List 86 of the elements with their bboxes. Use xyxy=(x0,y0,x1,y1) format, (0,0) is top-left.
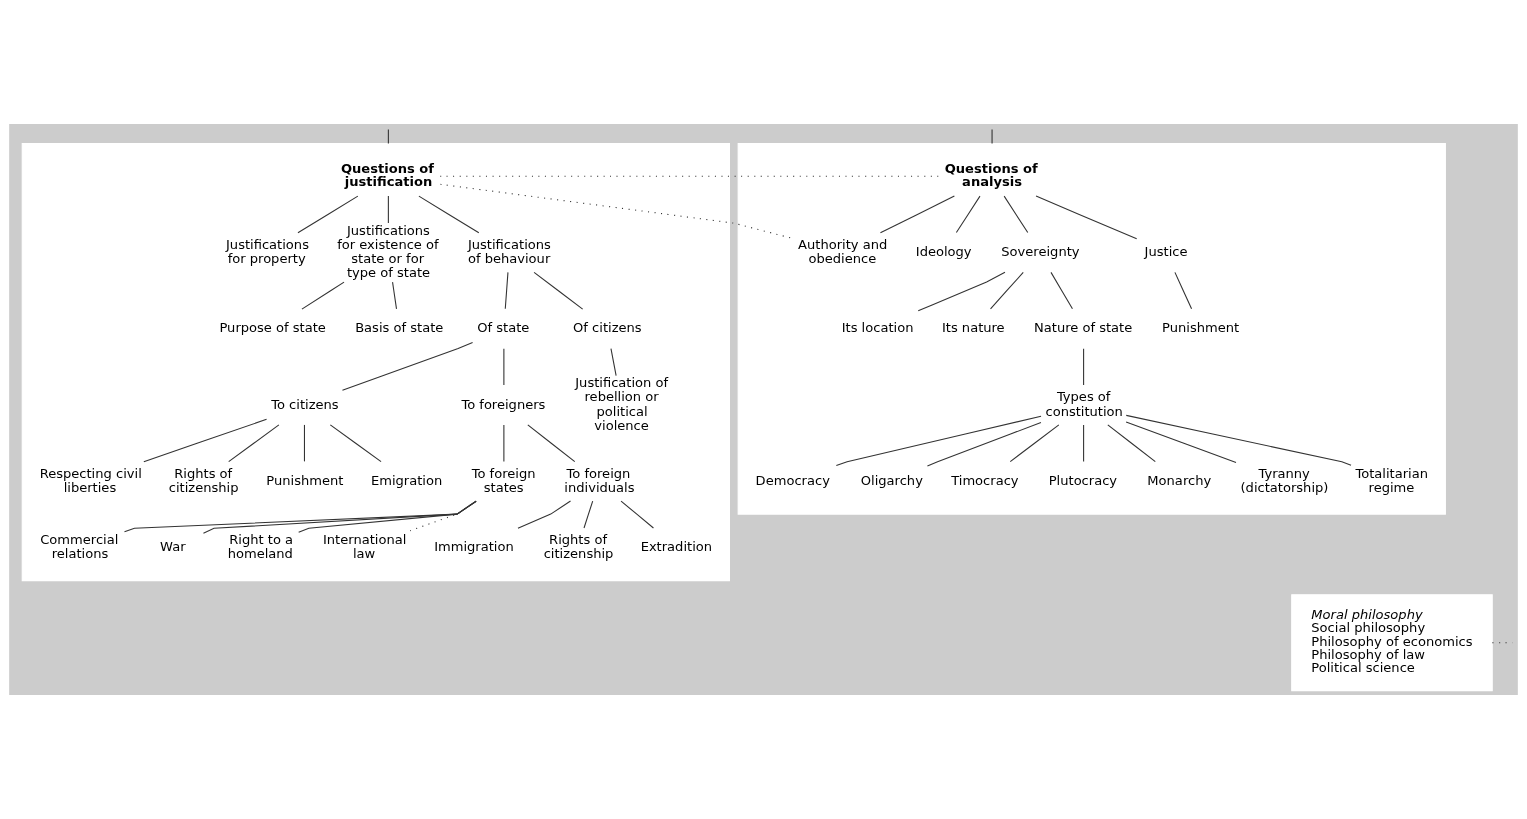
node-text: Its location xyxy=(841,320,914,336)
node-text: Of citizens xyxy=(573,320,642,336)
node-text: Democracy xyxy=(755,472,830,488)
connector xyxy=(955,195,981,234)
node-text: Tyranny (dictatorship) xyxy=(1240,465,1329,495)
node-text: Rights of citizenship xyxy=(168,465,239,495)
connector xyxy=(202,500,477,534)
cluster xyxy=(21,143,730,582)
node-text: Extradition xyxy=(640,539,713,555)
connector xyxy=(1083,424,1085,462)
node-text: Basis of state xyxy=(355,320,444,336)
connector xyxy=(1107,424,1156,463)
node-text: Purpose of state xyxy=(219,320,326,336)
connector xyxy=(504,271,509,310)
connector xyxy=(879,195,955,234)
node-text: Justification of rebellion or political violence xyxy=(575,375,669,433)
node-text: Types of constitution xyxy=(1045,389,1123,419)
node-text: Commercial relations xyxy=(40,532,119,562)
node-text: Timocracy xyxy=(951,472,1019,488)
node-text: War xyxy=(160,539,186,555)
node-text: To foreign states xyxy=(471,465,536,495)
connector xyxy=(835,415,1042,467)
connector xyxy=(303,424,305,462)
node-text: Emigration xyxy=(370,472,443,488)
node-text: To citizens xyxy=(271,396,339,412)
connector xyxy=(620,500,654,529)
connector xyxy=(387,129,389,145)
connector xyxy=(503,348,505,386)
connector xyxy=(392,281,398,310)
node-text: Nature of state xyxy=(1034,320,1133,336)
connector xyxy=(517,500,572,529)
connector xyxy=(143,418,268,463)
connector xyxy=(917,271,1006,312)
node-text: To foreigners xyxy=(461,396,546,412)
connector xyxy=(301,281,345,310)
node-text: Authority and obedience xyxy=(798,236,888,267)
connector xyxy=(387,195,389,224)
node-box: Moral philosophy Social philosophy Philosophy of economics Philosophy of law Political science xyxy=(1291,594,1493,692)
node-text: Punishment xyxy=(1162,320,1240,336)
node-text: Justice xyxy=(1144,243,1188,259)
connector xyxy=(439,175,941,177)
connector xyxy=(1050,271,1073,310)
node-text: Justifications for property xyxy=(226,236,309,267)
node-text: Ideology xyxy=(915,243,972,259)
node-text: Justifications of behaviour xyxy=(467,236,551,267)
node-text: Totalitarian regime xyxy=(1355,465,1429,495)
connector xyxy=(503,424,505,462)
cluster xyxy=(737,143,1446,515)
node-text: Of state xyxy=(477,320,530,336)
connector xyxy=(527,424,576,463)
node-text: Sovereignty xyxy=(1001,243,1080,259)
node-text: Questions of analysis xyxy=(944,160,1038,189)
connector xyxy=(1009,424,1060,463)
connector xyxy=(990,271,1024,310)
connector xyxy=(123,500,477,533)
node-text: Respecting civil liberties xyxy=(39,465,142,495)
node-text: Justifications for existence of state or for type of state xyxy=(337,222,439,281)
connector xyxy=(1174,271,1193,310)
connector xyxy=(418,195,480,234)
connector xyxy=(409,500,477,532)
node-text: Its nature xyxy=(941,320,1005,336)
node-text: Punishment xyxy=(266,472,344,488)
node-text: Plutocracy xyxy=(1048,472,1118,488)
connector xyxy=(991,129,993,145)
connector xyxy=(329,424,382,463)
connector xyxy=(1035,195,1138,240)
connector xyxy=(341,342,474,391)
node-text: Oligarchy xyxy=(860,472,923,488)
connector xyxy=(1003,195,1029,234)
node-text: Rights of citizenship xyxy=(543,532,614,562)
node-text: Immigration xyxy=(434,539,514,555)
connector xyxy=(298,500,477,533)
node-text: Monarchy xyxy=(1147,472,1212,488)
connector xyxy=(1125,421,1237,464)
connector xyxy=(1083,348,1085,386)
connector xyxy=(926,421,1042,467)
node-text: Questions of justification xyxy=(340,160,434,189)
connector xyxy=(610,348,617,377)
node-text: To foreign individuals xyxy=(564,465,635,495)
connector xyxy=(297,195,359,234)
connector xyxy=(228,424,280,463)
node-text: Right to a homeland xyxy=(227,532,294,562)
connector xyxy=(533,271,584,310)
connector xyxy=(1125,414,1352,466)
connector xyxy=(583,500,594,529)
node-text: International law xyxy=(322,532,407,562)
